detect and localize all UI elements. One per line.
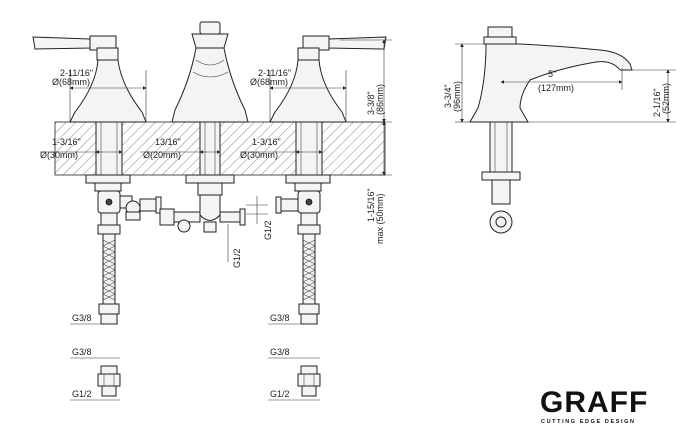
dim-30-right-imperial: 1-3/16" <box>252 137 281 147</box>
brand-tagline: CUTTING EDGE DESIGN <box>541 419 636 425</box>
hose-left-label: G3/8 <box>72 313 92 323</box>
dim-30-left-metric: Ø(30mm) <box>40 150 78 160</box>
dim-52-metric: (52mm) <box>661 83 671 114</box>
adapter-right <box>297 365 321 397</box>
dim-68-right-imperial: 2-11/16" <box>258 68 291 78</box>
side-view-spout <box>469 26 633 234</box>
dim-20-metric: Ø(20mm) <box>143 150 181 160</box>
dim-86-metric: (86mm) <box>375 84 385 115</box>
dimension-labels: 2-11/16" Ø(68mm) 2-11/16" Ø(68mm) 1-3/16… <box>40 68 671 399</box>
hose-right-label: G3/8 <box>270 313 290 323</box>
dim-96-metric: (96mm) <box>452 81 462 112</box>
dimension-lines <box>40 39 392 401</box>
dim-127-metric: (127mm) <box>538 83 574 93</box>
dim-96-imperial: 3-3/4" <box>443 84 453 108</box>
dim-68-left-imperial: 2-11/16" <box>60 68 93 78</box>
adapter-left <box>97 365 121 397</box>
tee-inlet-label: G1/2 <box>263 220 273 240</box>
center-spout <box>159 21 249 233</box>
adapter-right-top-label: G3/8 <box>270 347 290 357</box>
dim-30-right-metric: Ø(30mm) <box>240 150 278 160</box>
right-braided-hose <box>298 233 320 325</box>
side-view-dimensions <box>455 43 676 123</box>
brand-logo: GRAFF CUTTING EDGE DESIGN <box>540 386 648 425</box>
tee-outlet-label: G1/2 <box>232 248 242 268</box>
dim-50-imperial: 1-15/16" <box>366 188 376 222</box>
adapter-left-top-label: G3/8 <box>72 347 92 357</box>
left-handle-valve <box>32 35 162 235</box>
dim-30-left-imperial: 1-3/16" <box>52 137 81 147</box>
adapter-right-bottom-label: G1/2 <box>270 389 290 399</box>
dim-127-imperial: 5" <box>548 69 556 79</box>
dim-68-right-metric: Ø(68mm) <box>250 77 288 87</box>
dim-50-metric: max (50mm) <box>375 193 385 244</box>
dim-86-imperial: 3-3/8" <box>366 91 376 115</box>
dim-52-imperial: 2-1/16" <box>652 88 662 117</box>
dim-68-left-metric: Ø(68mm) <box>52 77 90 87</box>
adapter-left-bottom-label: G1/2 <box>72 389 92 399</box>
left-braided-hose <box>98 233 120 325</box>
dim-20-imperial: 13/16" <box>155 137 181 147</box>
brand-logo-wordmark: GRAFF <box>540 386 648 419</box>
